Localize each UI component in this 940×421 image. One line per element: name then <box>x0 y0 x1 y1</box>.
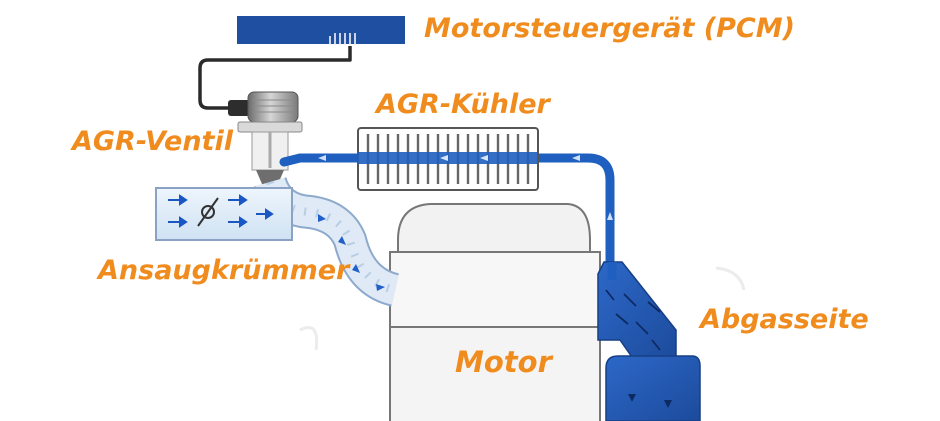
pcm-wire <box>198 46 352 110</box>
intake-manifold <box>155 187 293 241</box>
pcm-label: Motorsteuergerät (PCM) <box>424 13 795 44</box>
exhaust-manifold <box>597 261 701 421</box>
egr-pipe <box>279 153 615 267</box>
pcm-body <box>237 16 405 44</box>
exhaust-manifold-arrows <box>605 289 661 351</box>
pcm-connector-pins <box>329 33 356 46</box>
egr-valve <box>228 91 303 184</box>
egr-pipe-arrows <box>318 155 613 220</box>
throttle-valve-icon <box>197 197 219 227</box>
intake-manifold-label: Ansaugkrümmer <box>98 255 350 286</box>
egr-cooler <box>357 127 539 191</box>
exhaust-pipe <box>605 355 701 421</box>
pcm-unit <box>237 16 405 46</box>
egr-valve-flange <box>237 121 303 133</box>
background-curves <box>299 266 746 351</box>
engine-base <box>389 326 601 421</box>
intake-flow-arrows <box>168 194 274 228</box>
egr-valve-actuator <box>247 91 299 123</box>
engine-head <box>397 203 591 253</box>
exhaust-side-label: Abgasseite <box>700 304 869 335</box>
engine-block <box>389 203 601 421</box>
engine-lower <box>389 251 601 328</box>
egr-valve-label: AGR-Ventil <box>72 126 233 157</box>
engine-label: Motor <box>455 345 552 379</box>
egr-cooler-label: AGR-Kühler <box>376 89 550 120</box>
exhaust-pipe-arrows <box>628 394 672 408</box>
egr-valve-plug <box>228 100 250 116</box>
